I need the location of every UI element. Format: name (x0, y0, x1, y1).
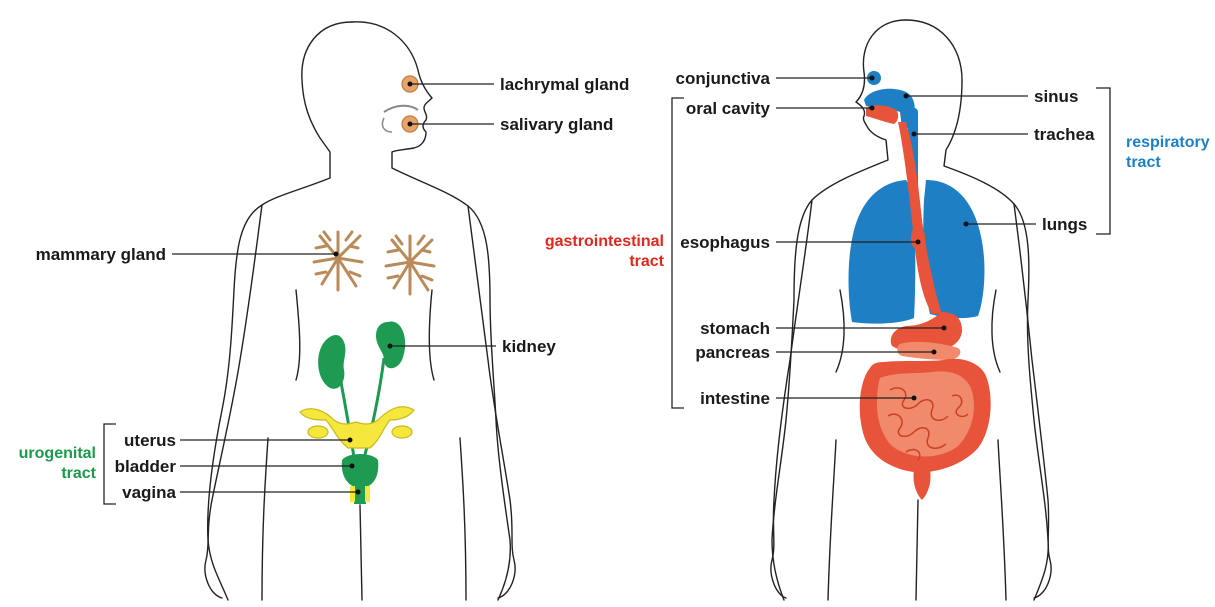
bladder-shape (342, 454, 379, 504)
label-lungs: lungs (1042, 215, 1087, 234)
label-intestine: intestine (700, 389, 770, 408)
respiratory-bracket (1096, 88, 1110, 234)
label-bladder: bladder (115, 457, 177, 476)
intestine-shape (860, 359, 991, 500)
label-stomach: stomach (700, 319, 770, 338)
gastrointestinal-bracket (672, 98, 684, 408)
label-vagina: vagina (122, 483, 176, 502)
label-lachrymal-gland: lachrymal gland (500, 75, 629, 94)
respiratory-tract-label-2: tract (1126, 154, 1161, 171)
gastrointestinal-tract-label-2: tract (629, 253, 664, 270)
mammary-gland-left (314, 232, 362, 290)
label-pancreas: pancreas (695, 343, 770, 362)
label-mammary-gland: mammary gland (36, 245, 166, 264)
label-esophagus: esophagus (680, 233, 770, 252)
gastrointestinal-tract-label-1: gastrointestinal (545, 233, 664, 250)
label-sinus: sinus (1034, 87, 1078, 106)
mammary-gland-right (386, 236, 434, 294)
label-kidney: kidney (502, 337, 556, 356)
left-body-outline (205, 22, 515, 600)
label-trachea: trachea (1034, 125, 1095, 144)
label-conjunctiva: conjunctiva (676, 69, 771, 88)
label-salivary-gland: salivary gland (500, 115, 613, 134)
urogenital-tract-label-1: urogenital (19, 445, 96, 462)
label-oral-cavity: oral cavity (686, 99, 771, 118)
label-uterus: uterus (124, 431, 176, 450)
urogenital-tract-label-2: tract (61, 465, 96, 482)
respiratory-tract-label-1: respiratory (1126, 134, 1210, 151)
uterus-shape (300, 407, 414, 448)
